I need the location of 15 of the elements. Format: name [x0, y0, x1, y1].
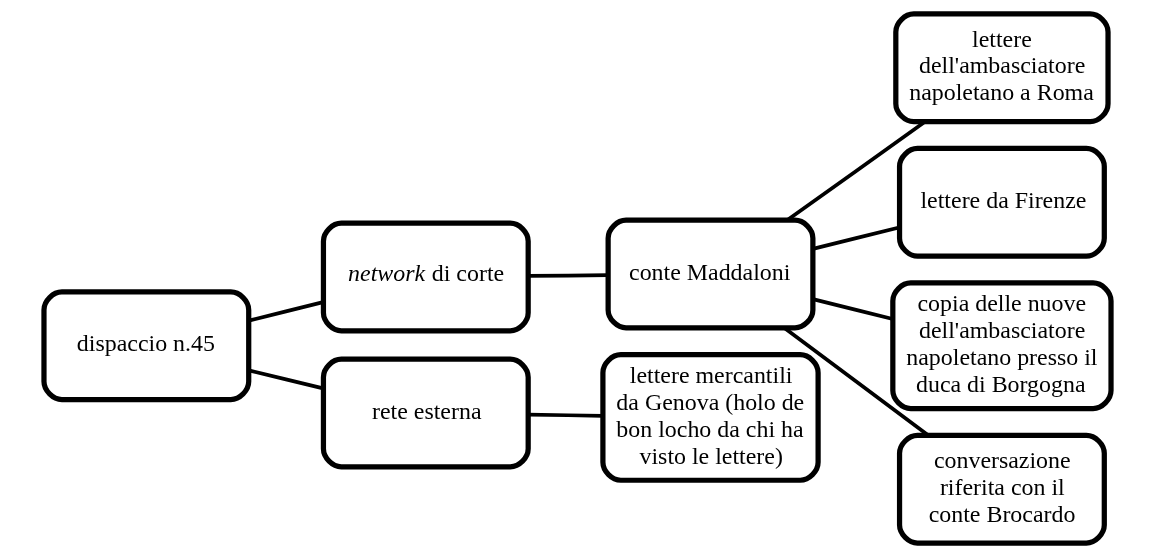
- node-box: network di corte: [320, 220, 531, 334]
- connector: [528, 412, 603, 418]
- connector: [528, 273, 608, 278]
- node-box: lettere da Firenze: [896, 145, 1107, 259]
- node-box: conversazione riferita con il conte Brocardo: [896, 432, 1107, 546]
- node-box: copia delle nuove dell'ambasciatore napoletano presso il duca di Borgogna: [890, 280, 1114, 412]
- connector: [812, 297, 894, 321]
- node-box: lettere dell'ambasciatore napoletano a Roma: [893, 11, 1111, 125]
- connector: [248, 368, 324, 391]
- node-box: lettere mercantili da Genova (holo de bon locho da chi ha visto le lettere): [600, 352, 821, 483]
- node-box: conte Maddaloni: [605, 217, 816, 331]
- connector: [248, 300, 324, 323]
- node-box: dispaccio n.45: [41, 289, 252, 403]
- node-box: rete esterna: [320, 356, 531, 470]
- connector: [812, 225, 900, 251]
